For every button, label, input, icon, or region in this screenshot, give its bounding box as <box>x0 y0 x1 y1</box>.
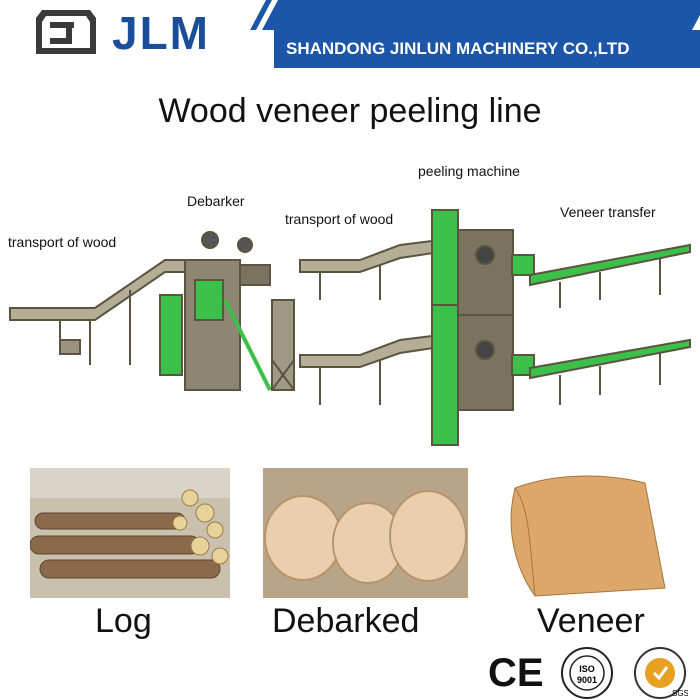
company-name: SHANDONG JINLUN MACHINERY CO.,LTD <box>274 30 700 68</box>
sgs-seal-icon: SGS <box>634 647 688 699</box>
veneer-photo <box>495 468 670 598</box>
page-title: Wood veneer peeling line <box>158 92 542 130</box>
svg-text:9001: 9001 <box>577 675 597 685</box>
caption-veneer: Veneer <box>537 602 645 640</box>
jlm-logo-icon <box>36 10 96 54</box>
iso-9001-seal-icon: ISO 9001 <box>561 647 613 699</box>
peeling-line-diagram <box>9 209 691 446</box>
ce-mark-icon: CE <box>488 651 544 695</box>
label-transport-of-wood-mid: transport of wood <box>285 211 394 227</box>
svg-text:ISO: ISO <box>579 664 595 674</box>
log-photo <box>30 468 230 598</box>
caption-log: Log <box>95 602 152 640</box>
caption-debarked: Debarked <box>272 602 420 640</box>
brand-name: JLM <box>112 7 210 59</box>
header: JLM SHANDONG JINLUN MACHINERY CO.,LTD <box>0 0 700 84</box>
label-peeling-machine: peeling machine <box>418 163 520 179</box>
header-stripe <box>262 0 700 30</box>
label-transport-of-wood-left: transport of wood <box>8 234 117 250</box>
label-debarker: Debarker <box>187 193 245 209</box>
label-veneer-transfer: Veneer transfer <box>560 204 656 220</box>
svg-text:SGS: SGS <box>672 689 688 698</box>
debarked-photo <box>263 468 468 598</box>
